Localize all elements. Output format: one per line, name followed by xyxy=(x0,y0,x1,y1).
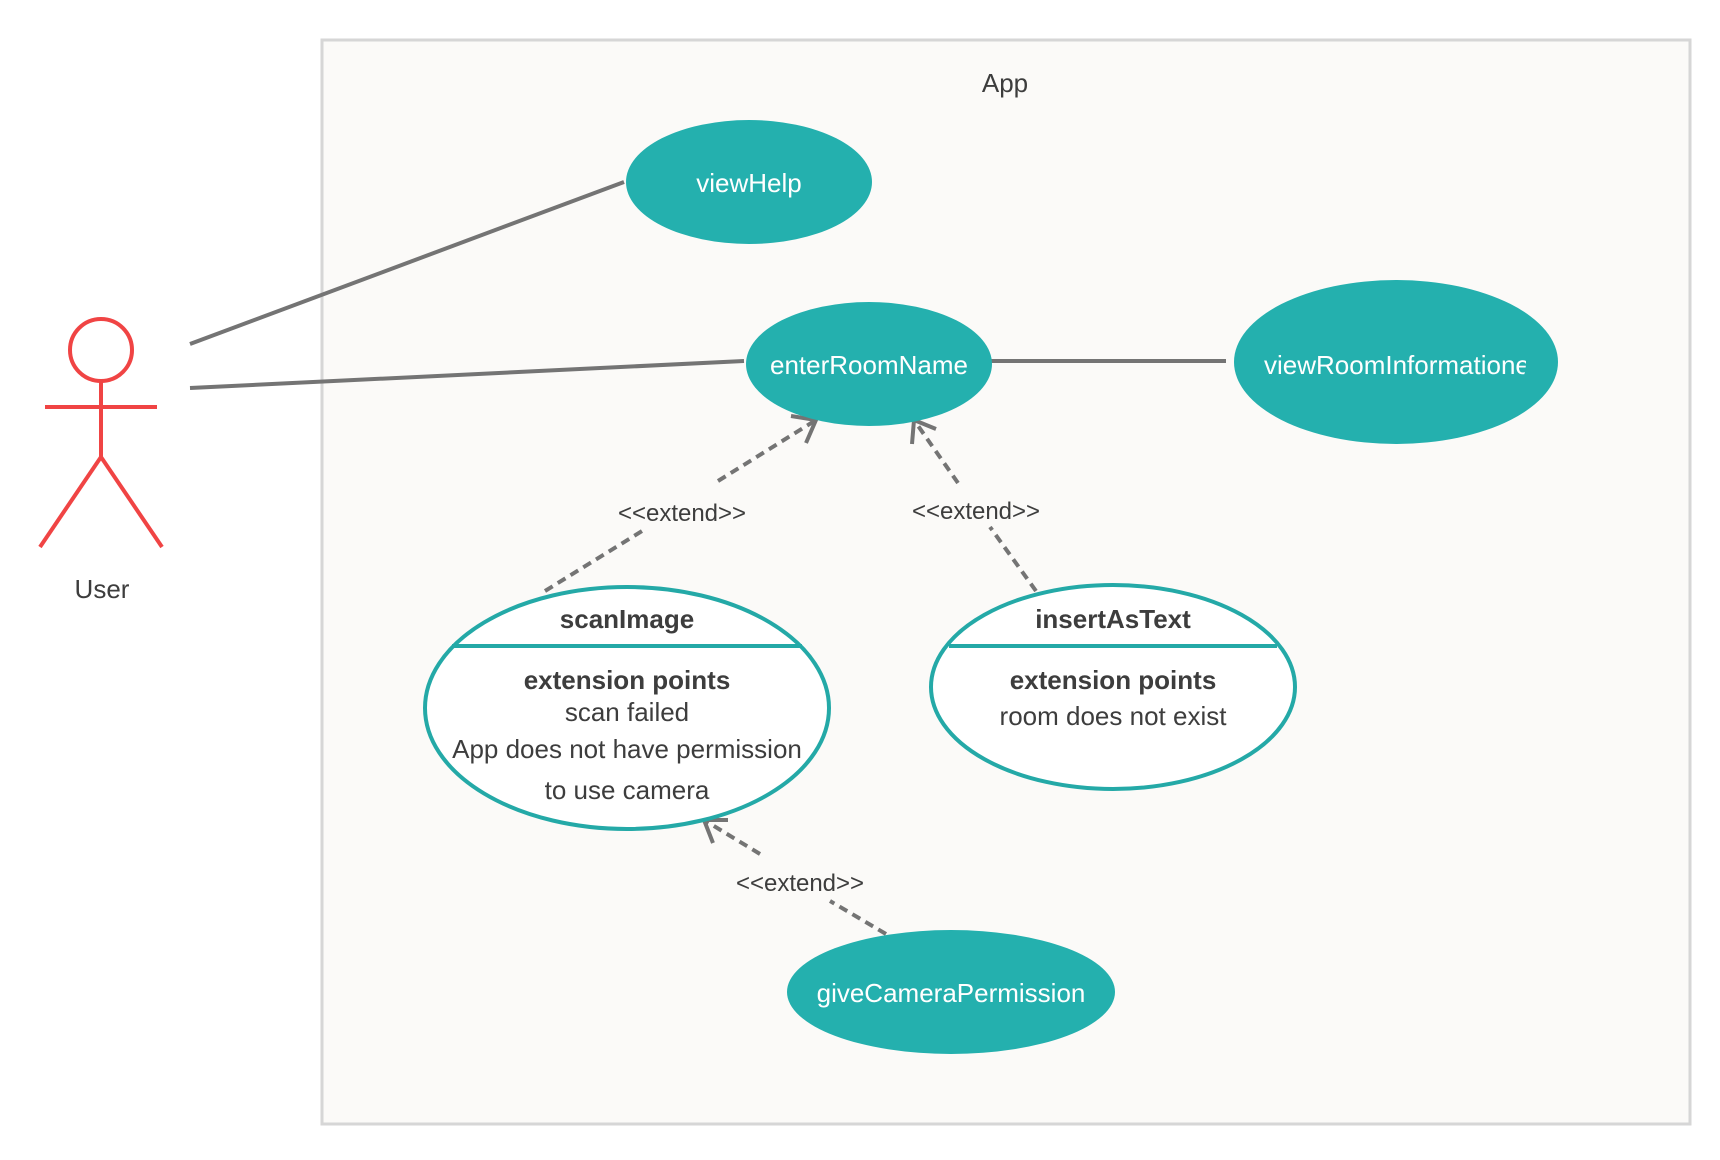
usecase-insertastext-point: room does not exist xyxy=(1000,701,1228,731)
usecase-scanimage[interactable]: scanImage extension points scan failed A… xyxy=(423,585,831,831)
extend-label-camera: <<extend>> xyxy=(736,870,864,897)
usecase-givecamerapermission-label: giveCameraPermission xyxy=(817,978,1086,1008)
usecase-insertastext-ext-header: extension points xyxy=(1010,665,1217,695)
usecase-scanimage-title: scanImage xyxy=(560,604,694,634)
usecase-enterroomname-label: enterRoomName xyxy=(770,350,968,380)
usecase-scanimage-point: to use camera xyxy=(545,775,710,805)
actor-label: User xyxy=(75,574,130,604)
association-user-enterroomname xyxy=(189,359,745,390)
extend-line-scanimage-lower xyxy=(543,529,644,593)
usecase-viewroominfo-label: viewRoomInformationes xyxy=(1264,350,1543,380)
actor-head xyxy=(68,317,134,383)
extend-line-camera-lower xyxy=(828,899,888,936)
usecase-scanimage-point: App does not have permission xyxy=(452,734,802,764)
association-user-viewhelp xyxy=(189,180,625,346)
usecase-viewhelp[interactable]: viewHelp xyxy=(626,120,872,244)
extend-line-camera-upper xyxy=(702,818,762,856)
extend-line-scanimage-upper xyxy=(716,418,818,483)
usecase-enterroomname[interactable]: enterRoomName xyxy=(746,302,992,426)
usecase-scanimage-ext-header: extension points xyxy=(524,665,731,695)
actor-left-leg xyxy=(38,455,103,549)
usecase-viewhelp-label: viewHelp xyxy=(696,168,802,198)
usecase-givecamerapermission[interactable]: giveCameraPermission xyxy=(787,930,1115,1054)
system-title: App xyxy=(982,68,1028,98)
usecase-viewroominfo[interactable]: viewRoomInformationes xyxy=(1234,280,1558,444)
extend-line-insertastext-lower xyxy=(988,525,1038,593)
usecase-scanimage-point: scan failed xyxy=(565,697,689,727)
actor-right-leg xyxy=(99,455,164,549)
usecase-insertastext-title: insertAsText xyxy=(1035,604,1191,634)
extend-label-scanimage: <<extend>> xyxy=(618,500,746,527)
usecase-insertastext[interactable]: insertAsText extension points room does … xyxy=(929,583,1297,791)
extend-arrowhead-scanimage xyxy=(790,414,819,444)
actor-user[interactable] xyxy=(38,317,164,549)
extend-line-insertastext-upper xyxy=(912,418,960,485)
extend-label-insertastext: <<extend>> xyxy=(912,498,1040,525)
